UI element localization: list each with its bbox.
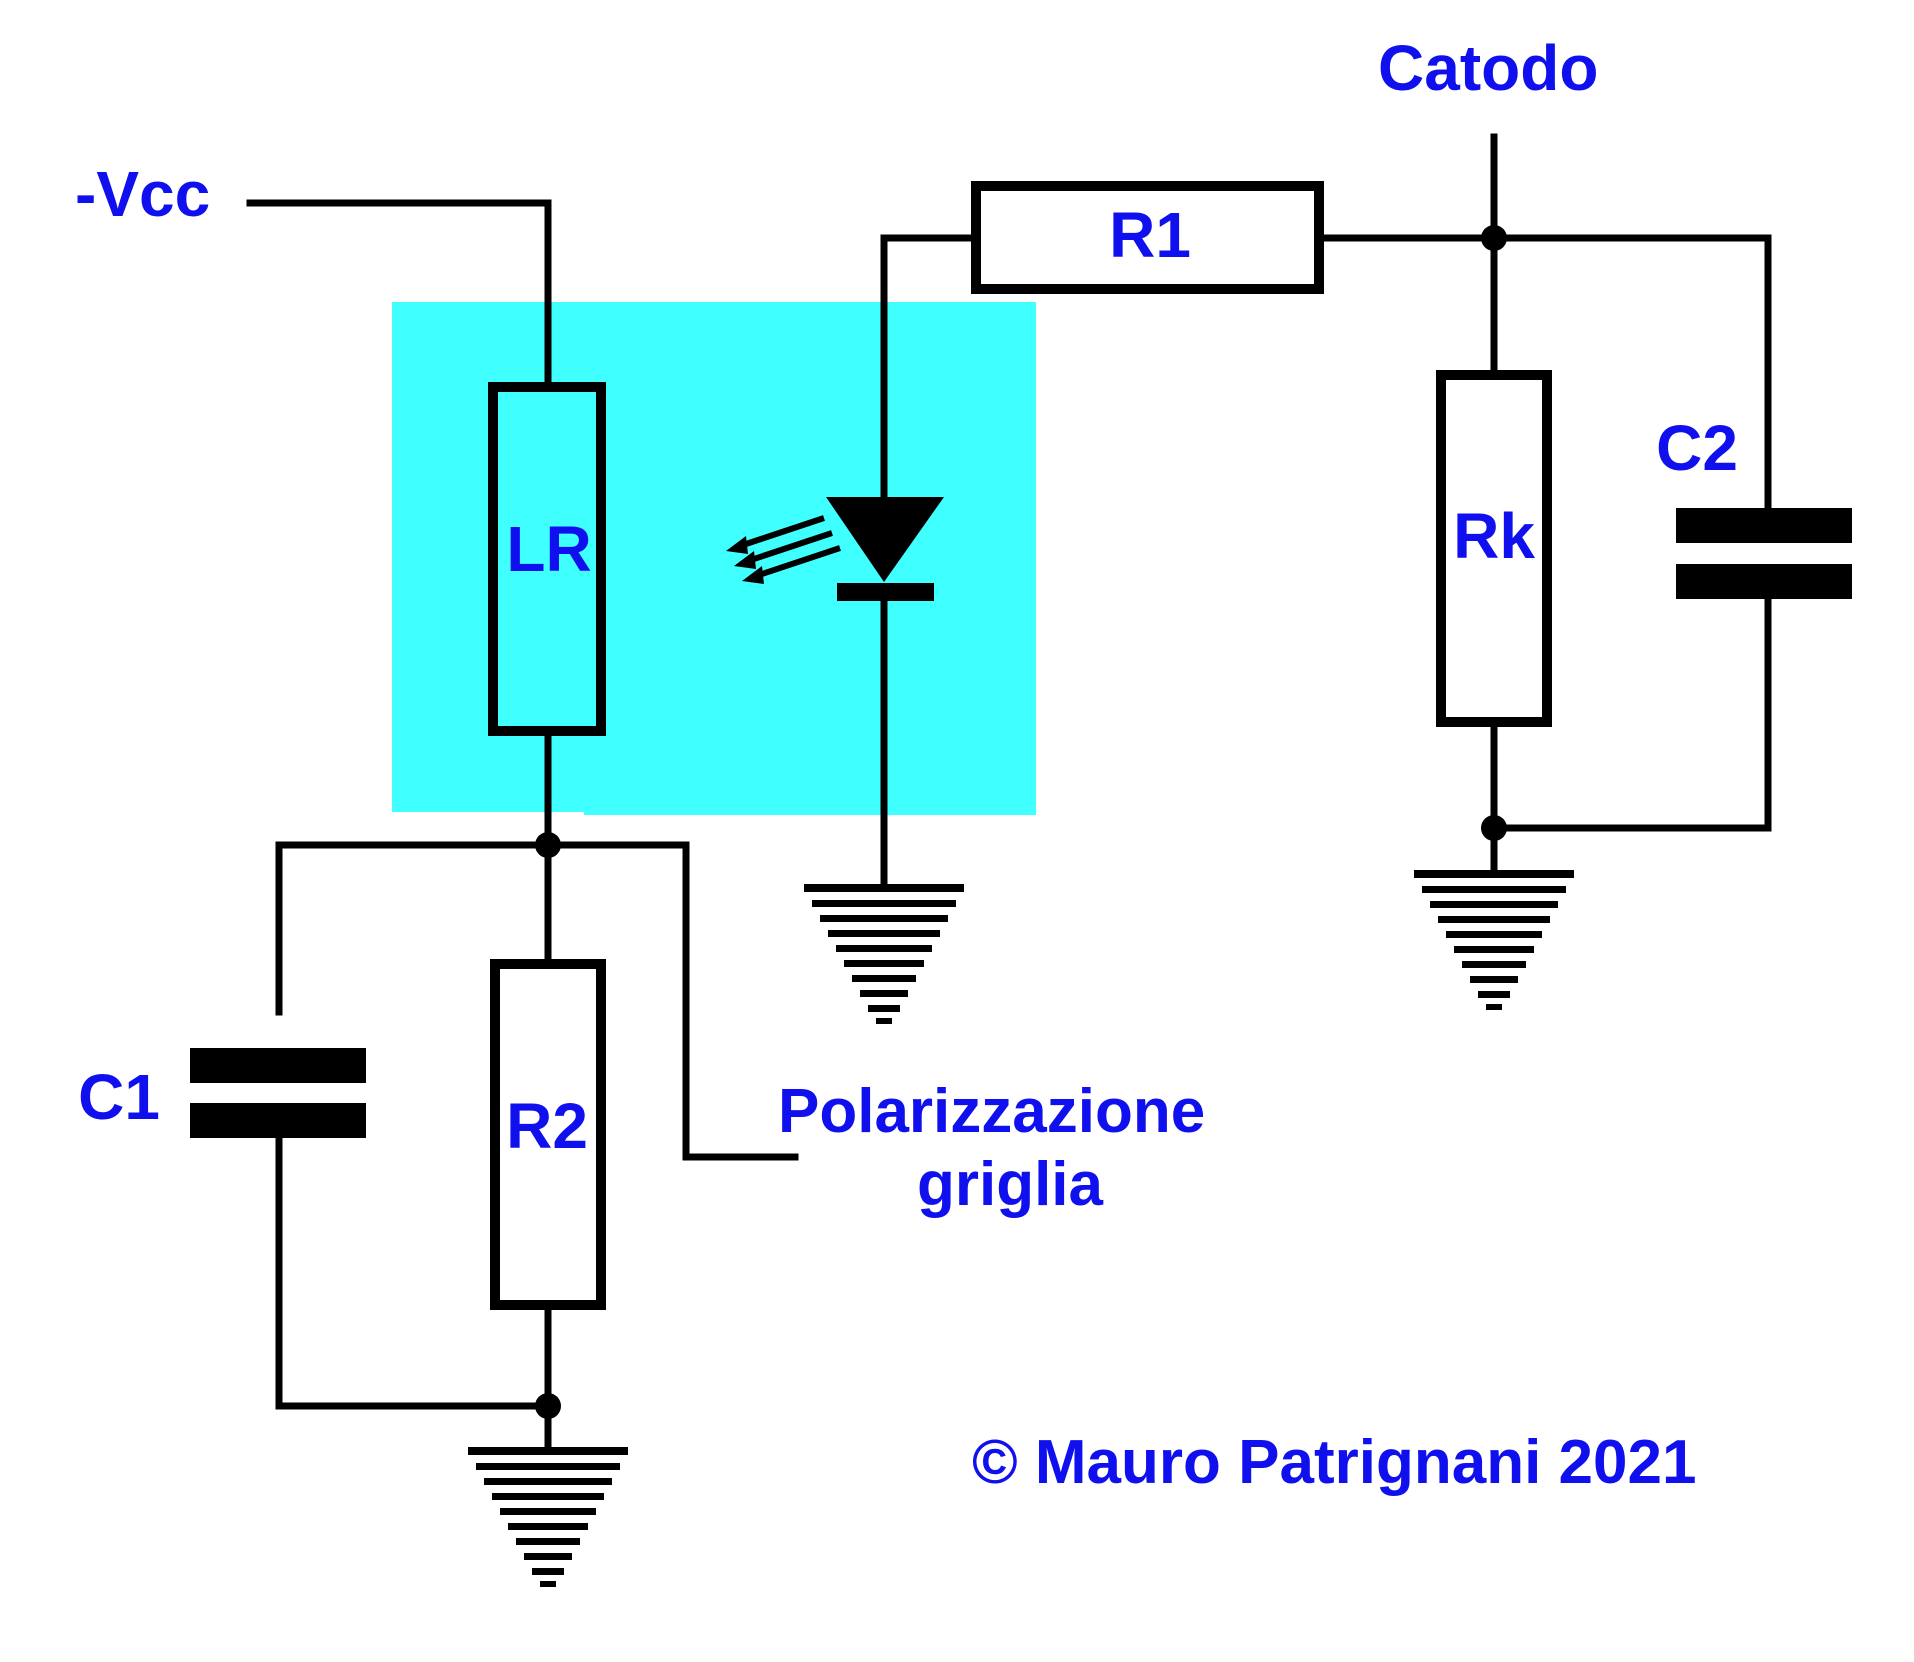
labels: -Vcc Catodo R1 LR Rk C2 C1 R2 Polarizzaz… (75, 32, 1738, 1497)
label-r1: R1 (1109, 199, 1191, 271)
copyright-text: © Mauro Patrignani 2021 (972, 1428, 1696, 1497)
resistor-lr (488, 382, 606, 736)
light-emission-arrows-icon (726, 515, 841, 584)
capacitor-c1 (190, 1048, 366, 1138)
junction-dot-icon (535, 1393, 561, 1419)
label-grid-bias-line2: griglia (917, 1150, 1104, 1219)
led-diode-icon (826, 497, 944, 601)
junctions (535, 225, 1507, 1419)
label-c1: C1 (78, 1061, 160, 1133)
resistor-r1 (971, 181, 1324, 294)
capacitor-c2 (1676, 508, 1852, 599)
wires (246, 133, 1772, 1451)
ground-icon (1414, 870, 1574, 1010)
resistor-rk (1436, 370, 1552, 727)
junction-dot-icon (1481, 225, 1507, 251)
label-c2: C2 (1656, 412, 1738, 484)
junction-dot-icon (1481, 815, 1507, 841)
label-lr: LR (506, 513, 591, 585)
label-grid-bias-line1: Polarizzazione (778, 1077, 1205, 1146)
junction-dot-icon (535, 832, 561, 858)
label-r2: R2 (506, 1090, 588, 1162)
label-rk: Rk (1453, 500, 1535, 572)
resistor-r2 (490, 959, 606, 1310)
label-catodo: Catodo (1378, 32, 1598, 104)
ground-icon (468, 1447, 628, 1587)
label-vcc: -Vcc (75, 158, 210, 230)
ground-icon (804, 884, 964, 1024)
